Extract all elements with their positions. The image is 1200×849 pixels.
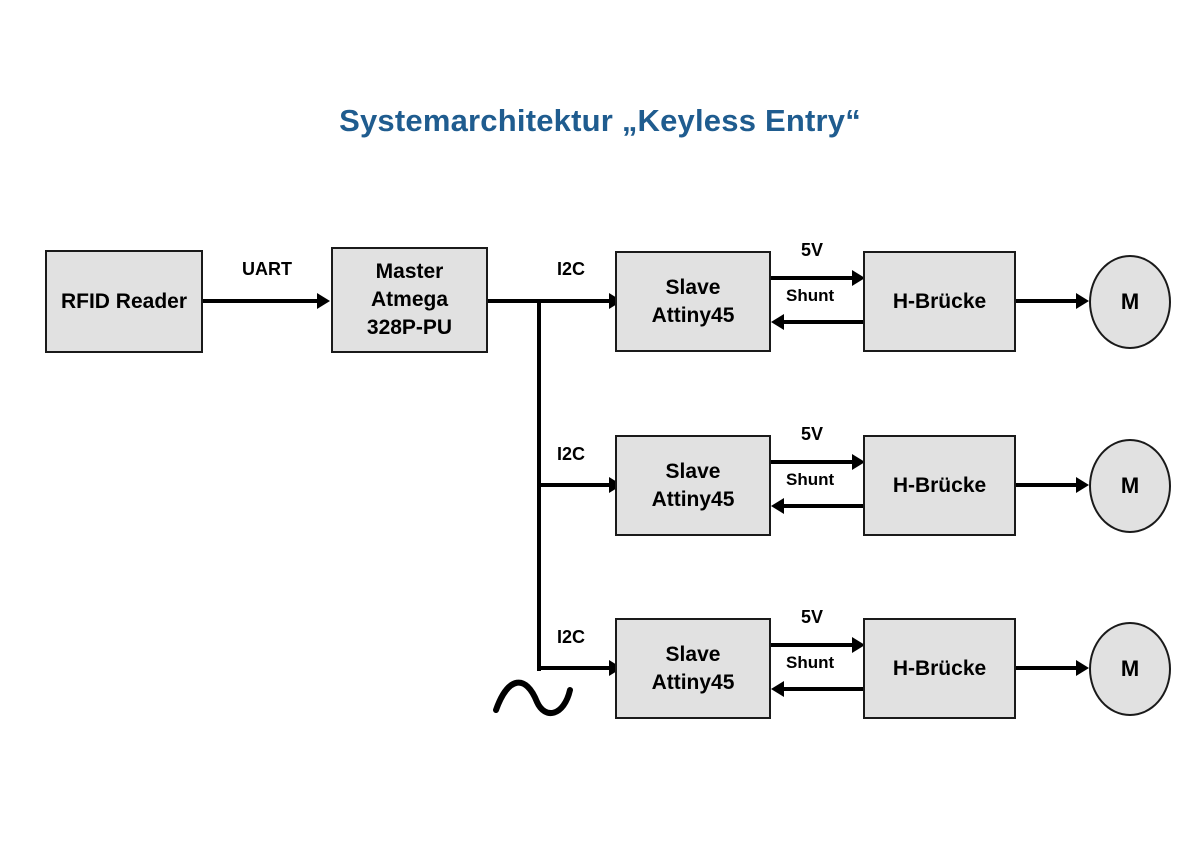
node-hbridge3-label: H-Brücke <box>892 656 987 680</box>
edge-uart-arrowhead <box>317 293 330 309</box>
edge-supply1-line <box>771 276 855 280</box>
node-slave3-line2: Attiny45 <box>651 670 735 694</box>
edge-motor3-arrowhead <box>1076 660 1089 676</box>
edge-supply3-line <box>771 643 855 647</box>
edge-motor2-line <box>1016 483 1077 487</box>
edge-shunt1-line <box>784 320 863 324</box>
node-slave1-line2: Attiny45 <box>651 303 735 327</box>
node-master-line2: Atmega <box>370 288 449 312</box>
node-motor2-label: M <box>1120 473 1140 498</box>
edge-i2c2-line <box>537 483 610 487</box>
edge-i2c-bus-trunk-top <box>488 299 610 303</box>
edge-shunt3-arrowhead <box>771 681 784 697</box>
node-motor-1[interactable]: M <box>1089 255 1171 349</box>
edge-shunt3-line <box>784 687 863 691</box>
node-master-line3: 328P-PU <box>366 315 453 339</box>
node-rfid-reader[interactable]: RFID Reader <box>45 250 203 353</box>
node-hbridge-3[interactable]: H-Brücke <box>863 618 1016 719</box>
edge-supply2-arrowhead <box>852 454 865 470</box>
edge-shunt2-arrowhead <box>771 498 784 514</box>
node-slave-attiny45-2[interactable]: Slave Attiny45 <box>615 435 771 536</box>
edge-supply3-label: 5V <box>801 607 824 627</box>
node-hbridge1-label: H-Brücke <box>892 289 987 313</box>
edge-motor1-arrowhead <box>1076 293 1089 309</box>
node-hbridge-2[interactable]: H-Brücke <box>863 435 1016 536</box>
edge-motor1-line <box>1016 299 1077 303</box>
node-motor1-label: M <box>1120 289 1140 314</box>
edge-shunt1-arrowhead <box>771 314 784 330</box>
node-motor3-label: M <box>1120 656 1140 681</box>
node-rfid-reader-label: RFID Reader <box>60 289 188 313</box>
node-hbridge-1[interactable]: H-Brücke <box>863 251 1016 352</box>
edge-shunt2-line <box>784 504 863 508</box>
squiggle-break-icon <box>493 679 573 716</box>
node-slave2-line1: Slave <box>665 459 721 483</box>
node-motor-2[interactable]: M <box>1089 439 1171 533</box>
node-slave2-line2: Attiny45 <box>651 487 735 511</box>
edge-supply1-arrowhead <box>852 270 865 286</box>
node-hbridge2-label: H-Brücke <box>892 473 987 497</box>
edge-i2c3-label: I2C <box>557 627 586 647</box>
node-slave-attiny45-1[interactable]: Slave Attiny45 <box>615 251 771 352</box>
edge-i2c3-line <box>537 666 610 670</box>
edge-supply3-arrowhead <box>852 637 865 653</box>
edge-supply2-line <box>771 460 855 464</box>
edge-uart-label: UART <box>242 259 292 279</box>
edge-supply1-label: 5V <box>801 240 824 260</box>
node-slave-attiny45-3[interactable]: Slave Attiny45 <box>615 618 771 719</box>
node-slave1-line1: Slave <box>665 275 721 299</box>
edge-i2c2-label: I2C <box>557 444 586 464</box>
page-title: Systemarchitektur „Keyless Entry“ <box>339 103 861 138</box>
edge-uart-line <box>203 299 318 303</box>
edge-shunt3-label: Shunt <box>786 653 835 672</box>
edge-supply2-label: 5V <box>801 424 824 444</box>
node-master-atmega[interactable]: Master Atmega 328P-PU <box>331 247 488 353</box>
edge-shunt1-label: Shunt <box>786 286 835 305</box>
node-master-line1: Master <box>375 260 444 284</box>
node-motor-3[interactable]: M <box>1089 622 1171 716</box>
edge-shunt2-label: Shunt <box>786 470 835 489</box>
edge-i2c1-label: I2C <box>557 259 586 279</box>
node-slave3-line1: Slave <box>665 642 721 666</box>
edge-motor2-arrowhead <box>1076 477 1089 493</box>
edge-motor3-line <box>1016 666 1077 670</box>
